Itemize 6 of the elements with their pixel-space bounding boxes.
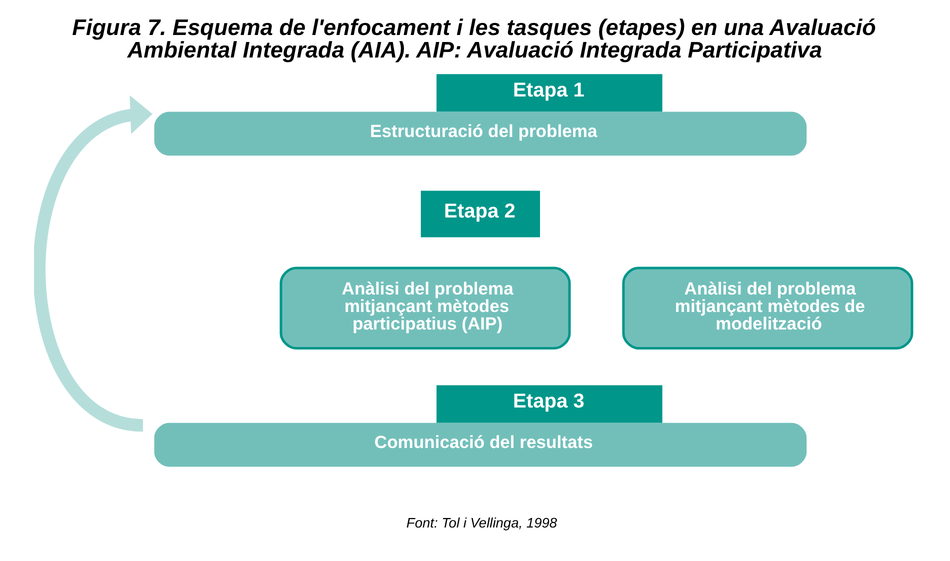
arrow	[34, 95, 152, 432]
caption: Font: Tol i Vellinga, 1998	[406, 515, 557, 530]
diagram-title: Figura 7. Esquema de l'enfocament i les tasques (etapes) en una Avaluació Ambiental Integrada (AIA). AIP: Avaluació Integrada Participativa	[72, 15, 876, 63]
node-box: Anàlisi del problema mitjançant mètodes participatius (AIP)	[279, 266, 570, 350]
node-box: Anàlisi del problema mitjançant mètodes de modelització	[622, 266, 913, 350]
node-box: Etapa 2	[420, 190, 540, 238]
